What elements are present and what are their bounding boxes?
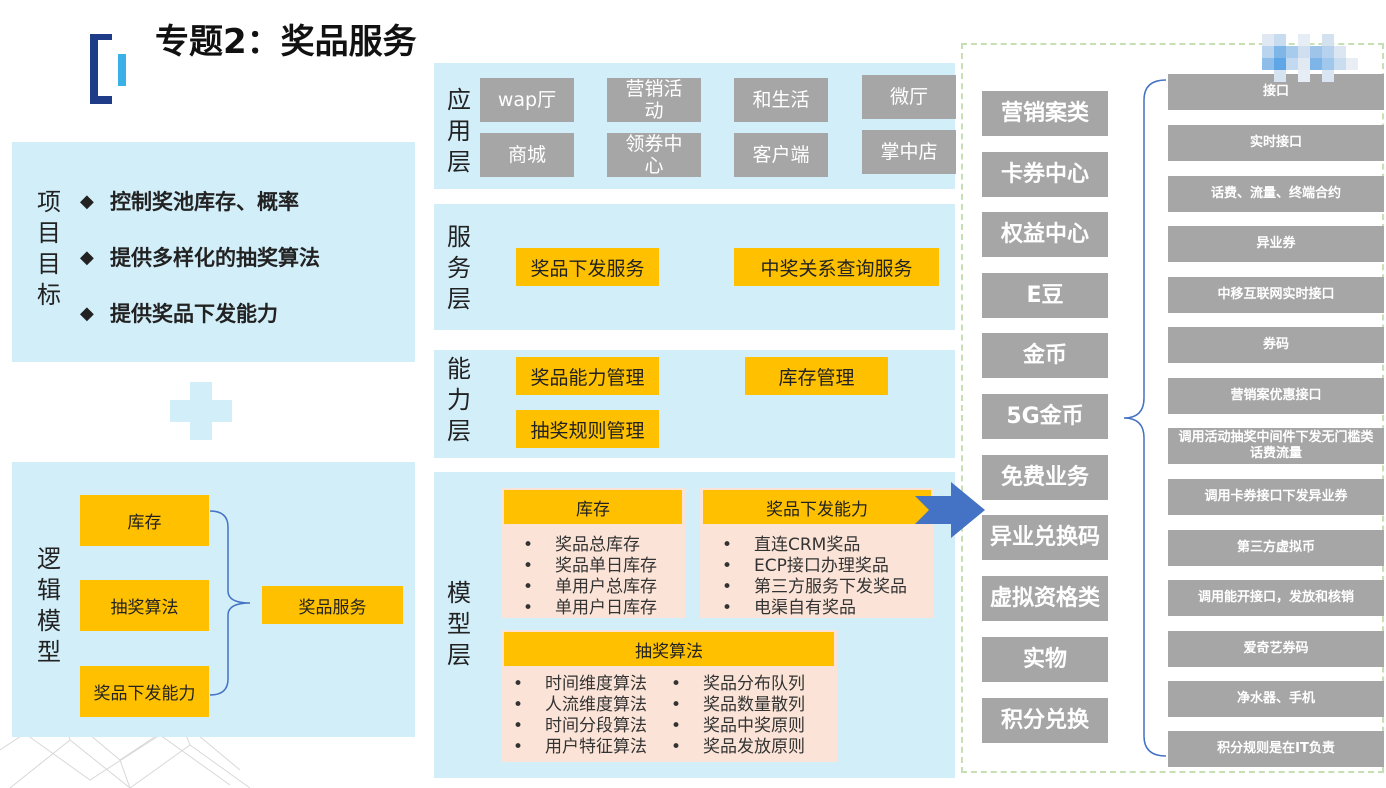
capability-item: 抽奖规则管理 [516, 410, 659, 448]
brace-connector [1123, 79, 1167, 757]
logic-label: 逻辑模型 [37, 545, 61, 666]
algorithm-card: 抽奖算法 时间维度算法 人流维度算法 时间分段算法 用户特征算法 奖品分布队列 … [501, 630, 837, 762]
logic-input-box: 库存 [80, 495, 209, 546]
interface-item: 营销案优惠接口 [1168, 378, 1384, 414]
app-item: 领券中心 [607, 133, 701, 177]
delivery-card: 奖品下发能力 直连CRM奖品 ECP接口办理奖品 第三方服务下发奖品 电渠自有奖… [700, 488, 934, 618]
diamond-bullet-icon: ◆ [80, 190, 94, 212]
logo-icon [90, 34, 126, 104]
list-item: ECP接口办理奖品 [722, 556, 907, 577]
interface-item: 调用卡券接口下发异业券 [1168, 479, 1384, 515]
interface-item: 积分规则是在IT负责 [1168, 731, 1384, 767]
goal-item: ◆提供奖品下发能力 [80, 302, 278, 326]
app-item: 营销活动 [607, 78, 701, 122]
algorithm-list-right: 奖品分布队列 奖品数量散列 奖品中奖原则 奖品发放原则 [671, 674, 805, 758]
app-item: 掌中店 [862, 130, 956, 174]
list-item: 电渠自有奖品 [722, 598, 907, 619]
blur-overlay [1262, 34, 1358, 82]
goal-item: ◆提供多样化的抽奖算法 [80, 246, 320, 270]
list-item: 第三方服务下发奖品 [722, 577, 907, 598]
diamond-bullet-icon: ◆ [80, 246, 94, 268]
logic-input-box: 抽奖算法 [80, 580, 209, 631]
logic-model-panel: 逻辑模型 库存 抽奖算法 奖品下发能力 奖品服务 [12, 462, 415, 737]
list-item: 奖品发放原则 [671, 737, 805, 758]
capability-item: 库存管理 [745, 357, 888, 395]
interface-item: 异业券 [1168, 226, 1384, 262]
category-item: 虚拟资格类 [982, 576, 1108, 621]
list-item: 单用户日库存 [523, 598, 657, 619]
category-item: 营销案类 [982, 91, 1108, 136]
category-item: 免费业务 [982, 455, 1108, 500]
service-layer-label: 服务层 [447, 223, 471, 313]
algorithm-card-title: 抽奖算法 [504, 632, 834, 666]
delivery-list: 直连CRM奖品 ECP接口办理奖品 第三方服务下发奖品 电渠自有奖品 [722, 535, 907, 619]
stock-list: 奖品总库存 奖品单日库存 单用户总库存 单用户日库存 [523, 535, 657, 619]
logic-output-box: 奖品服务 [262, 586, 403, 624]
stock-card: 库存 奖品总库存 奖品单日库存 单用户总库存 单用户日库存 [501, 488, 685, 618]
list-item: 奖品数量散列 [671, 695, 805, 716]
capability-item: 奖品能力管理 [516, 357, 659, 395]
list-item: 奖品总库存 [523, 535, 657, 556]
app-item: 和生活 [734, 78, 828, 122]
category-item: 异业兑换码 [982, 515, 1108, 560]
interface-item: 调用活动抽奖中间件下发无门槛类话费流量 [1168, 428, 1384, 464]
app-item: wap厅 [480, 78, 574, 122]
plus-icon [170, 382, 232, 440]
goals-panel: 项目目标 ◆控制奖池库存、概率 ◆提供多样化的抽奖算法 ◆提供奖品下发能力 [12, 142, 415, 362]
list-item: 奖品中奖原则 [671, 716, 805, 737]
list-item: 人流维度算法 [513, 695, 647, 716]
category-item: 积分兑换 [982, 698, 1108, 743]
page-title: 专题2：奖品服务 [155, 22, 417, 62]
app-layer-panel: 应用层 wap厅 营销活动 和生活 微厅 商城 领券中心 客户端 掌中店 [434, 63, 956, 189]
list-item: 直连CRM奖品 [722, 535, 907, 556]
goals-label: 项目目标 [37, 188, 61, 309]
logic-input-box: 奖品下发能力 [80, 666, 209, 717]
model-layer-label: 模型层 [447, 579, 471, 669]
list-item: 用户特征算法 [513, 737, 647, 758]
interface-item: 中移互联网实时接口 [1168, 277, 1384, 313]
app-item: 微厅 [862, 75, 956, 119]
interface-item: 净水器、手机 [1168, 681, 1384, 717]
list-item: 时间分段算法 [513, 716, 647, 737]
category-item: 权益中心 [982, 212, 1108, 257]
stock-card-title: 库存 [504, 490, 682, 524]
interface-item: 券码 [1168, 327, 1384, 363]
category-item: 金币 [982, 333, 1108, 378]
capability-layer-label: 能力层 [447, 355, 471, 445]
interface-item: 实时接口 [1168, 125, 1384, 161]
app-layer-label: 应用层 [447, 86, 471, 176]
capability-layer-panel: 能力层 奖品能力管理 库存管理 抽奖规则管理 [434, 350, 955, 458]
model-layer-panel: 模型层 库存 奖品总库存 奖品单日库存 单用户总库存 单用户日库存 奖品下发能力… [434, 472, 955, 778]
right-arrow-icon [915, 482, 985, 538]
diamond-bullet-icon: ◆ [80, 302, 94, 324]
interface-item: 话费、流量、终端合约 [1168, 176, 1384, 212]
goal-item: ◆控制奖池库存、概率 [80, 190, 299, 214]
list-item: 时间维度算法 [513, 674, 647, 695]
brace-connector [210, 510, 251, 696]
interface-item: 调用能开接口，发放和核销 [1168, 580, 1384, 616]
category-item: 实物 [982, 637, 1108, 682]
category-item: 5G金币 [982, 394, 1108, 439]
app-item: 商城 [480, 133, 574, 177]
algorithm-list-left: 时间维度算法 人流维度算法 时间分段算法 用户特征算法 [513, 674, 647, 758]
list-item: 奖品分布队列 [671, 674, 805, 695]
service-item: 奖品下发服务 [516, 248, 659, 286]
list-item: 奖品单日库存 [523, 556, 657, 577]
app-item: 客户端 [734, 133, 828, 177]
service-layer-panel: 服务层 奖品下发服务 中奖关系查询服务 [434, 204, 955, 330]
category-item: E豆 [982, 273, 1108, 318]
interface-item: 第三方虚拟币 [1168, 530, 1384, 566]
category-item: 卡券中心 [982, 152, 1108, 197]
list-item: 单用户总库存 [523, 577, 657, 598]
service-item: 中奖关系查询服务 [734, 248, 939, 286]
delivery-card-title: 奖品下发能力 [703, 490, 931, 524]
interface-item: 爱奇艺券码 [1168, 631, 1384, 667]
